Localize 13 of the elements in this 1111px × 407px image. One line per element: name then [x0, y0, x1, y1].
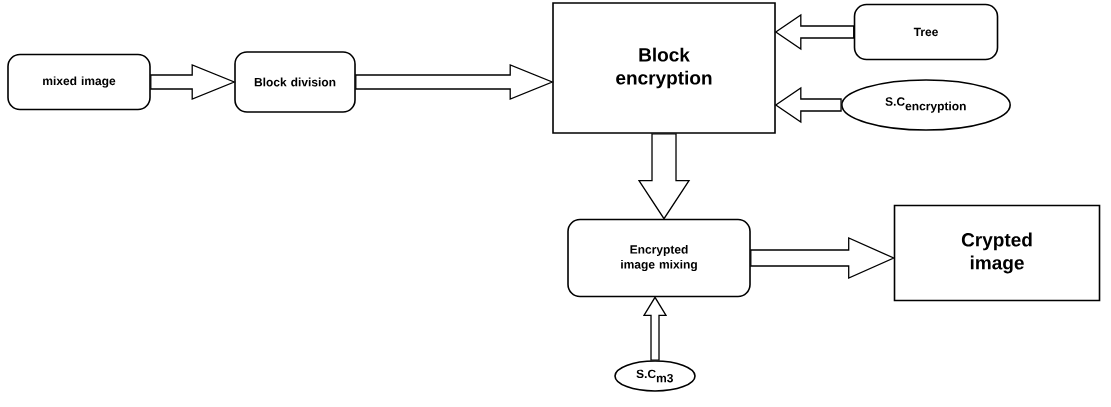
- block-arrow: [750, 237, 896, 279]
- process-box: Block division: [234, 51, 356, 113]
- block-arrow: [355, 64, 554, 100]
- block-arrow: [642, 296, 668, 361]
- block-arrow: [150, 64, 236, 100]
- block-arrow: [637, 133, 691, 220]
- block-arrow: [774, 13, 855, 51]
- output-box: Crypted image: [893, 204, 1101, 302]
- input-box: Tree: [853, 3, 999, 61]
- process-box: Block encryption: [552, 2, 776, 134]
- process-box: mixed image: [7, 53, 151, 111]
- block-arrow: [774, 86, 842, 124]
- process-box: Encrypted image mixing: [567, 218, 751, 298]
